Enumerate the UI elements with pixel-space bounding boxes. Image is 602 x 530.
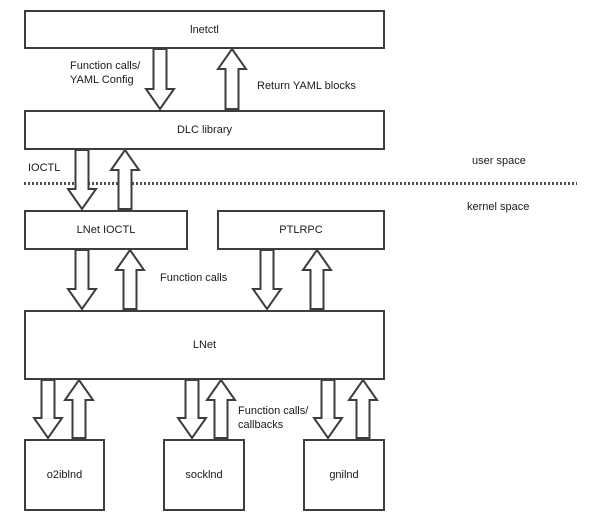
arrow-up-o2iblnd-to-lnet-icon	[63, 379, 95, 439]
box-socklnd: socklnd	[163, 439, 245, 511]
user-space-label: user space	[472, 155, 526, 167]
box-ptlrpc: PTLRPC	[217, 210, 385, 250]
arrow-down-lnet-ioctl-to-lnet-icon	[66, 249, 98, 310]
arrow-up-gnilnd-to-lnet-icon	[347, 379, 379, 439]
box-lnetctl: lnetctl	[24, 10, 385, 49]
kernel-space-label: kernel space	[467, 201, 530, 213]
box-socklnd-label: socklnd	[185, 469, 223, 481]
box-lnet: LNet	[24, 310, 385, 380]
arrow-up-lnet-to-lnet-ioctl-icon	[114, 249, 146, 310]
label-function-calls-yaml-line2: YAML Config	[70, 74, 134, 86]
arrow-up-lnet-to-ptlrpc-icon	[301, 249, 333, 310]
arrow-down-lnet-to-gnilnd-icon	[312, 379, 344, 439]
box-lnetctl-label: lnetctl	[190, 23, 219, 36]
box-dlc-library: DLC library	[24, 110, 385, 150]
arrow-down-dlc-to-lnet-ioctl-icon	[66, 149, 98, 210]
label-function-calls-callbacks: Function calls/ callbacks	[238, 404, 308, 432]
arrow-up-dlc-to-lnetctl-icon	[216, 48, 248, 110]
user-kernel-divider	[24, 182, 577, 185]
box-o2iblnd-label: o2iblnd	[46, 469, 83, 481]
arrow-up-lnet-ioctl-to-dlc-icon	[109, 149, 141, 210]
box-dlc-library-label: DLC library	[176, 124, 232, 136]
box-ptlrpc-label: PTLRPC	[279, 224, 323, 236]
label-ioctl: IOCTL	[28, 162, 61, 174]
label-return-yaml-blocks: Return YAML blocks	[257, 80, 356, 92]
box-lnet-ioctl: LNet IOCTL	[24, 210, 188, 250]
box-lnet-label: LNet	[192, 339, 217, 351]
box-o2iblnd: o2iblnd	[24, 439, 105, 511]
box-gnilnd: gnilnd	[303, 439, 385, 511]
label-function-calls-callbacks-line2: callbacks	[238, 419, 284, 431]
arrow-down-lnet-to-socklnd-icon	[176, 379, 208, 439]
arrow-down-lnet-to-o2iblnd-icon	[32, 379, 64, 439]
box-gnilnd-label: gnilnd	[329, 469, 359, 481]
label-function-calls-yaml-config: Function calls/ YAML Config	[70, 59, 140, 87]
label-function-calls: Function calls	[160, 272, 228, 284]
arrow-up-socklnd-to-lnet-icon	[205, 379, 237, 439]
arrow-down-lnetctl-to-dlc-icon	[144, 48, 176, 110]
box-lnet-ioctl-label: LNet IOCTL	[76, 224, 136, 236]
arrow-down-ptlrpc-to-lnet-icon	[251, 249, 283, 310]
label-function-calls-callbacks-line1: Function calls/	[238, 405, 309, 417]
label-function-calls-yaml-line1: Function calls/	[70, 60, 141, 72]
